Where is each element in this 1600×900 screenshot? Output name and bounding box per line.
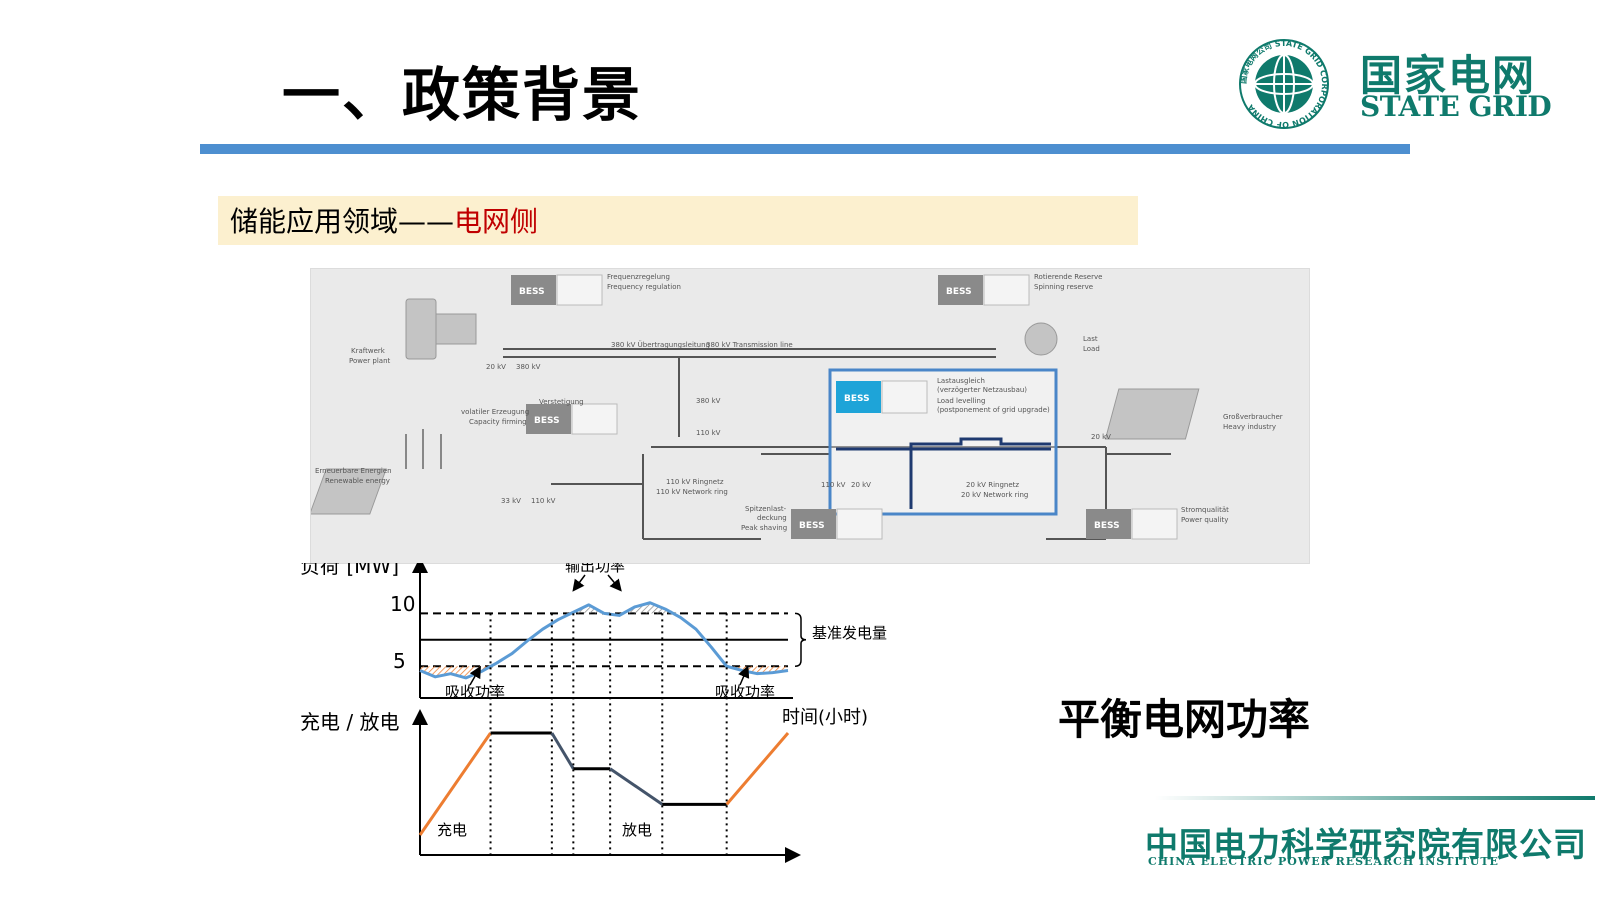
ring110-label-de: 110 kV Ringnetz <box>666 478 724 486</box>
subtitle-highlight: 电网侧 <box>454 205 539 238</box>
v110-left: 110 kV <box>531 497 556 505</box>
pq-label-en: Power quality <box>1181 516 1228 524</box>
load-chart-ylabel: 负荷 [MW] <box>300 563 399 578</box>
state-grid-emblem-icon: 国家电网公司 STATE GRID CORPORATION OF CHINA <box>1238 39 1329 129</box>
cap-label-de1: Verstetigung <box>539 398 584 406</box>
level-label-de1: Lastausgleich <box>937 377 985 385</box>
level-label-en2: (postponement of grid upgrade) <box>937 406 1050 414</box>
level-label-en1: Load levelling <box>937 397 985 405</box>
v20-left: 20 kV <box>486 363 506 371</box>
heavy-label-de: Großverbraucher <box>1223 413 1283 421</box>
ring20-label-de: 20 kV Ringnetz <box>966 481 1019 489</box>
plant-label-de: Kraftwerk <box>351 347 386 355</box>
baseline-brace <box>794 612 807 667</box>
output-arrow-right <box>607 574 622 592</box>
charge-chart-ylabel: 充电 / 放电 <box>300 710 399 734</box>
output-arrow-left <box>572 574 586 592</box>
output-power-label: 输出功率 <box>565 563 625 575</box>
absorb-right-label: 吸收功率 <box>715 683 775 701</box>
logo-chinese: 国家电网 <box>1360 51 1537 100</box>
v380-left: 380 kV <box>516 363 541 371</box>
title-underline <box>200 144 1410 154</box>
institute-name-en: CHINA ELECTRIC POWER RESEARCH INSTITUTE <box>1148 855 1499 868</box>
cap-label-en: Capacity firming <box>469 418 527 426</box>
plant-label-en: Power plant <box>349 357 391 365</box>
v110-right: 110 kV <box>821 481 846 489</box>
subtitle: 储能应用领域——电网侧 <box>230 200 538 240</box>
peak-label-de2: deckung <box>757 514 787 522</box>
soc-segment-charge-0 <box>418 732 492 836</box>
load-balance-charts: 负荷 [MW] 10 5 输出功率 吸收功率 吸收功率 基准发电量 时间(小时)… <box>300 563 887 863</box>
freq-label-de: Frequenzregelung <box>607 273 670 281</box>
discharge-label: 放电 <box>622 821 652 839</box>
cap-label-de2: volatiler Erzeugung <box>461 408 529 416</box>
ring110-label-en: 110 kV Network ring <box>656 488 728 496</box>
page-title: 一、政策背景 <box>282 61 643 129</box>
charge-label: 充电 <box>437 821 467 839</box>
peak-label-en: Peak shaving <box>741 524 787 532</box>
balance-grid-power-label: 平衡电网功率 <box>1058 695 1311 744</box>
v380-mid: 380 kV <box>696 397 721 405</box>
v110-mid: 110 kV <box>696 429 721 437</box>
line-label-de: 380 kV Übertragungsleitung <box>611 340 710 349</box>
pq-label-de: Stromqualität <box>1181 506 1229 514</box>
bess-spin-label: BESS <box>946 287 972 297</box>
subtitle-box <box>218 196 1138 245</box>
baseline-label: 基准发电量 <box>812 624 887 642</box>
logo-english: STATE GRID <box>1360 90 1552 123</box>
ren-label-de: Erneuerbare Energien <box>315 467 392 475</box>
bess-peak-label: BESS <box>799 521 825 531</box>
institute-name-cn: 中国电力科学研究院有限公司 <box>1145 825 1587 864</box>
soc-segment-charge-6 <box>725 732 790 806</box>
bess-level-label: BESS <box>844 394 870 404</box>
absorb-left-label: 吸收功率 <box>445 683 505 701</box>
spin-label-de: Rotierende Reserve <box>1034 273 1102 281</box>
v33-label: 33 kV <box>501 497 521 505</box>
ytick-5: 5 <box>393 649 406 673</box>
line-label-en: 380 kV Transmission line <box>706 341 793 349</box>
v20-far: 20 kV <box>1091 433 1111 441</box>
absorb-power-area <box>420 666 788 678</box>
heavy-label-en: Heavy industry <box>1223 423 1276 431</box>
soc-segment-discharge-2 <box>550 732 575 770</box>
bess-pq-label: BESS <box>1094 521 1120 531</box>
bess-freq-label: BESS <box>519 287 545 297</box>
ren-label-en: Renewable energy <box>325 477 390 485</box>
load-label-en: Load <box>1083 345 1100 353</box>
freq-label-en: Frequency regulation <box>607 283 681 291</box>
soc-segment-discharge-4 <box>609 767 664 806</box>
footer-accent-line <box>1155 796 1595 800</box>
level-label-de2: (verzögerter Netzausbau) <box>937 386 1027 394</box>
absorb-arrow-right <box>738 665 750 686</box>
load-curve <box>419 601 789 680</box>
load-label-de: Last <box>1083 335 1098 343</box>
bess-cap-label: BESS <box>534 416 560 426</box>
spin-label-en: Spinning reserve <box>1034 283 1093 291</box>
ring20-label-en: 20 kV Network ring <box>961 491 1028 499</box>
v20-right: 20 kV <box>851 481 871 489</box>
ytick-10: 10 <box>390 592 415 616</box>
time-axis-label: 时间(小时) <box>782 707 868 728</box>
absorb-arrow-left <box>469 665 481 686</box>
grid-storage-diagram: BESS BESS BESS BESS BESS BESS Frequenzre… <box>310 268 1310 564</box>
subtitle-prefix: 储能应用领域—— <box>230 205 455 238</box>
peak-label-de1: Spitzenlast- <box>745 505 787 513</box>
